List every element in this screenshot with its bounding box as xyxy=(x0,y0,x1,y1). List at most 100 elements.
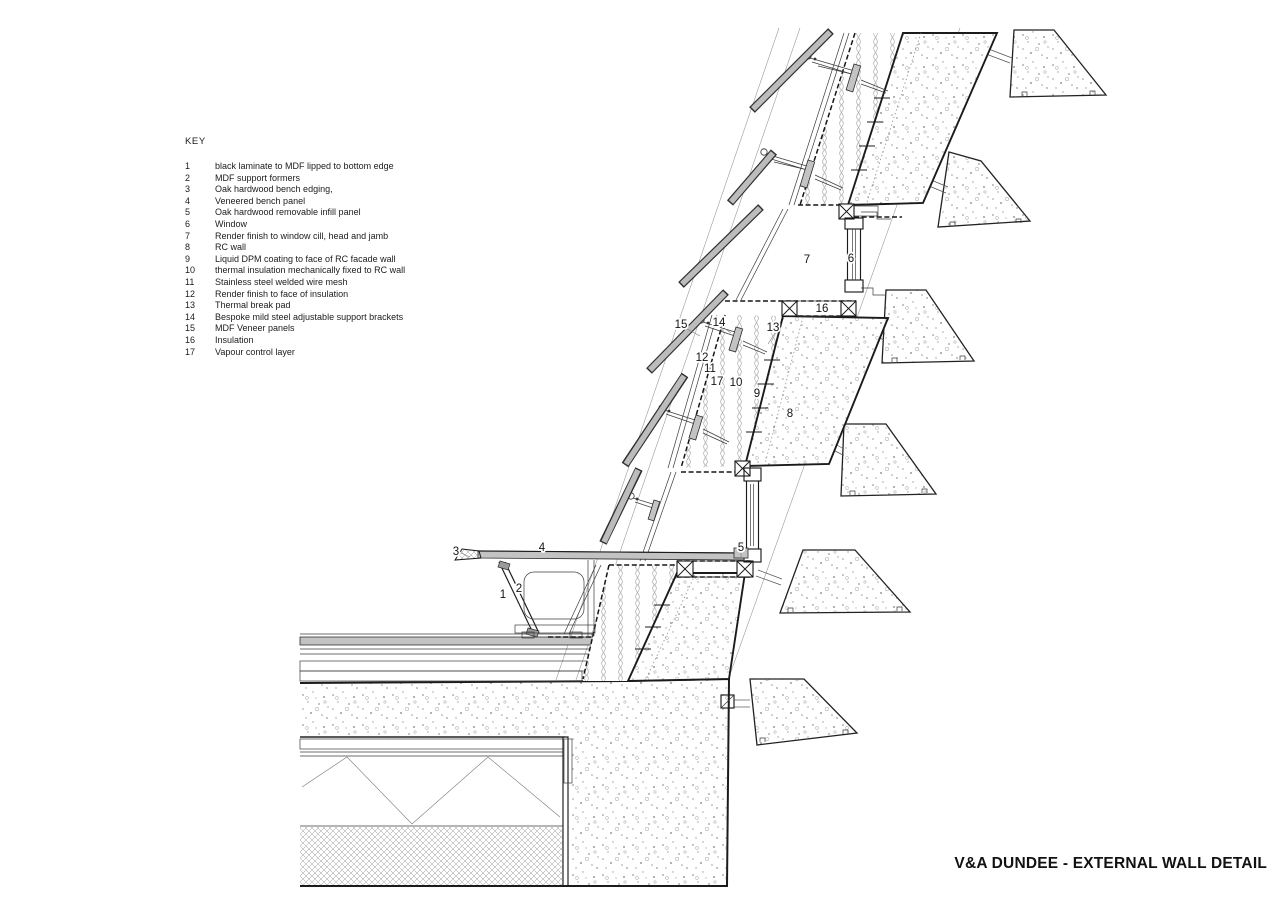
key-item-number: 15 xyxy=(185,323,196,334)
blocking-xbox xyxy=(781,300,798,317)
key-item-number: 12 xyxy=(185,288,196,299)
panel-ties xyxy=(734,47,1013,708)
strip-window-head-upper xyxy=(838,203,891,220)
key-item-number: 10 xyxy=(185,265,196,276)
insulation-layer xyxy=(583,565,677,681)
bracket-5 xyxy=(627,492,661,522)
louvre-slat-3 xyxy=(678,204,764,288)
key-item-12: 12 Render finish to face of insulation xyxy=(185,289,485,301)
precast-panel-5 xyxy=(779,549,912,614)
callout-2: 2 xyxy=(516,583,522,595)
strip-insulation-16 xyxy=(725,287,886,317)
vcl-line xyxy=(582,564,677,680)
blocking-xbox xyxy=(840,300,857,317)
vcl-line xyxy=(680,314,735,473)
key-item-number: 1 xyxy=(185,161,191,171)
key-item-13: 13 Thermal break pad xyxy=(185,300,485,312)
key-item-2: 2 MDF support formers xyxy=(185,173,485,185)
bracket-2 xyxy=(760,148,844,191)
precast-panel-4 xyxy=(840,423,938,497)
key-item-5: 5 Oak hardwood removable infill panel xyxy=(185,207,485,219)
key-item-number: 8 xyxy=(185,242,191,253)
key-item-7: 7 Render finish to window cill, head and … xyxy=(185,231,485,243)
key-item-17: 17 Vapour control layer xyxy=(185,347,485,359)
louvre-slat-5 xyxy=(621,372,689,468)
key-item-text: thermal insulation mechanically fixed to… xyxy=(215,265,406,276)
key-item-text: Thermal break pad xyxy=(215,300,291,311)
key-item-text: Render finish to window cill, head and j… xyxy=(215,230,389,241)
callout-8: 8 xyxy=(787,408,793,420)
key-item-9: 9 Liquid DPM coating to face of RC facade… xyxy=(185,254,485,266)
precast-panel-1 xyxy=(1009,29,1108,98)
key-item-text: MDF support formers xyxy=(215,172,301,183)
callout-15: 15 xyxy=(675,319,688,331)
key-item-number: 11 xyxy=(185,276,195,287)
insulation-layer xyxy=(800,33,903,205)
bench-oak-edging xyxy=(454,548,482,561)
louvre-slat-4 xyxy=(646,289,729,374)
vcl-line xyxy=(798,32,902,218)
rc-wall xyxy=(846,32,999,206)
callout-5: 5 xyxy=(738,542,744,554)
callout-16: 16 xyxy=(816,303,829,315)
callout-10: 10 xyxy=(730,377,743,389)
key-item-14: 14 Bespoke mild steel adjustable support … xyxy=(185,312,485,324)
key-item-number: 6 xyxy=(185,218,191,229)
callout-9: 9 xyxy=(754,388,760,400)
key-item-number: 4 xyxy=(185,195,191,206)
callout-7: 7 xyxy=(804,254,810,266)
key-item-text: Render finish to face of insulation xyxy=(215,288,349,299)
key-item-text: Window xyxy=(215,218,248,229)
louvre-slats xyxy=(599,28,834,545)
key-item-6: 6 Window xyxy=(185,219,485,231)
wall-bay-top xyxy=(788,32,999,218)
key-item-number: 2 xyxy=(185,172,191,183)
bench-back-panel xyxy=(587,560,595,636)
key-item-number: 9 xyxy=(185,253,191,264)
wall-bay-middle xyxy=(667,314,890,473)
key-heading: KEY xyxy=(185,136,206,147)
precast-panel-6 xyxy=(749,678,859,746)
precast-panel-3 xyxy=(881,289,976,364)
wall-bay-bottom xyxy=(563,564,747,682)
louvre-slat-6 xyxy=(599,467,643,545)
render-lines xyxy=(563,564,602,635)
bench-top-panel xyxy=(477,550,745,561)
key-item-text: Vapour control layer xyxy=(215,346,295,357)
bench-base xyxy=(514,624,596,639)
callout-17: 17 xyxy=(711,376,724,388)
key-item-text: Liquid DPM coating to face of RC facade … xyxy=(215,253,396,264)
key-item-number: 17 xyxy=(185,346,196,357)
blocking-xbox xyxy=(838,203,855,220)
key-item-number: 7 xyxy=(185,230,191,241)
callout-6: 6 xyxy=(848,253,854,265)
rc-wall xyxy=(626,572,747,682)
key-item-text: Oak hardwood removable infill panel xyxy=(215,207,361,218)
dpm-coating-line xyxy=(764,316,804,465)
key-item-10: 10 thermal insulation mechanically fixed … xyxy=(185,265,485,277)
window-lower xyxy=(743,467,762,563)
precast-panel-2 xyxy=(937,151,1032,228)
key-item-number: 14 xyxy=(185,311,196,322)
window-upper xyxy=(844,217,864,293)
key-item-number: 13 xyxy=(185,300,196,311)
key-item-number: 16 xyxy=(185,334,196,345)
callout-1: 1 xyxy=(500,589,506,601)
callout-13: 13 xyxy=(767,322,780,334)
bracket-4 xyxy=(658,404,730,445)
louvre-slat-1 xyxy=(749,28,834,113)
floor-buildup xyxy=(299,633,600,682)
key-item-number: 5 xyxy=(185,207,191,218)
fixing-ticks xyxy=(851,97,890,171)
key-item-text: Bespoke mild steel adjustable support br… xyxy=(215,311,404,322)
